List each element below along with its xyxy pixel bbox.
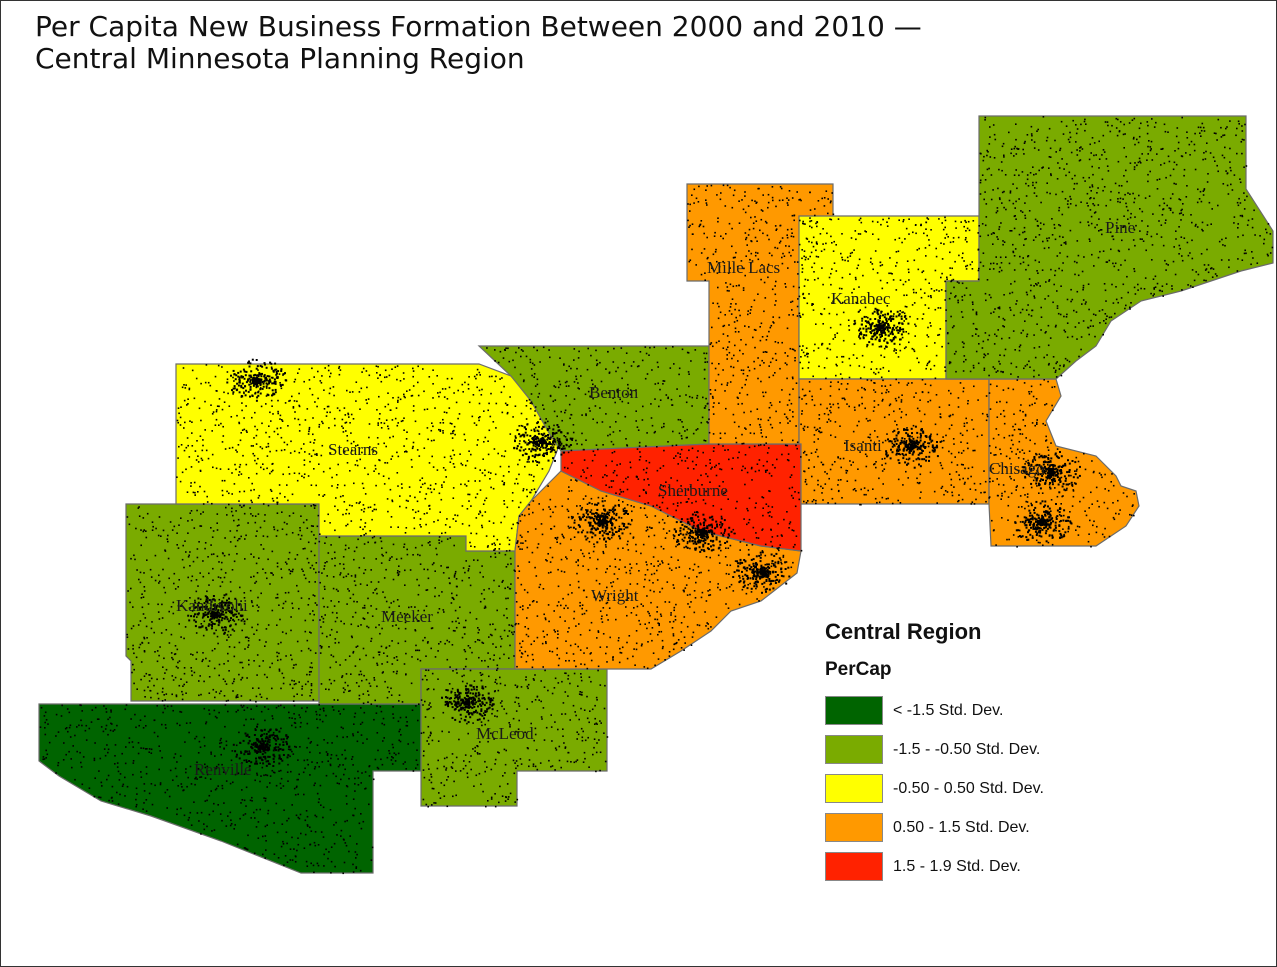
legend-swatch (825, 774, 883, 803)
county-pine[interactable] (945, 115, 1274, 380)
county-labels-layer: Pine Mille Lacs Kanabec Benton Stearns S… (176, 218, 1135, 779)
legend-item: 1.5 - 1.9 Std. Dev. (825, 847, 1044, 886)
legend-item-label: -0.50 - 0.50 Std. Dev. (893, 779, 1044, 797)
county-label-benton: Benton (589, 383, 639, 402)
county-chisago[interactable] (946, 378, 1140, 547)
county-label-stearns: Stearns (328, 440, 378, 459)
county-label-renville: Renville (194, 760, 252, 779)
county-label-isanti: Isanti (844, 436, 882, 455)
map-title: Per Capita New Business Formation Betwee… (35, 10, 922, 75)
county-label-kanabec: Kanabec (831, 289, 891, 308)
legend-title: Central Region (825, 619, 982, 644)
legend-field-name: PerCap (825, 659, 892, 680)
county-label-pine: Pine (1105, 218, 1135, 237)
legend-swatch (825, 813, 883, 842)
county-label-chisago: Chisago (989, 459, 1045, 478)
legend-item: < -1.5 Std. Dev. (825, 691, 1044, 730)
legend-swatch (825, 852, 883, 881)
county-label-kandiyohi: Kandiyohi (176, 596, 248, 615)
county-label-mille-lacs: Mille Lacs (707, 258, 780, 277)
county-label-wright: Wright (591, 586, 639, 605)
county-renville[interactable] (38, 703, 422, 874)
legend-item-label: 0.50 - 1.5 Std. Dev. (893, 818, 1030, 836)
legend-swatch (825, 696, 883, 725)
county-label-meeker: Meeker (381, 607, 433, 626)
legend-swatch (825, 735, 883, 764)
business-points-layer (39, 116, 1274, 875)
legend: Central Region PerCap < -1.5 Std. Dev. -… (825, 619, 1044, 886)
legend-item: 0.50 - 1.5 Std. Dev. (825, 808, 1044, 847)
legend-item: -0.50 - 0.50 Std. Dev. (825, 769, 1044, 808)
county-label-mcleod: McLeod (476, 724, 534, 743)
legend-item: -1.5 - -0.50 Std. Dev. (825, 730, 1044, 769)
legend-item-label: -1.5 - -0.50 Std. Dev. (893, 740, 1041, 758)
legend-item-label: < -1.5 Std. Dev. (893, 701, 1004, 719)
counties-layer (38, 115, 1274, 874)
county-label-sherburne: Sherburne (658, 481, 728, 500)
legend-item-label: 1.5 - 1.9 Std. Dev. (893, 857, 1021, 875)
